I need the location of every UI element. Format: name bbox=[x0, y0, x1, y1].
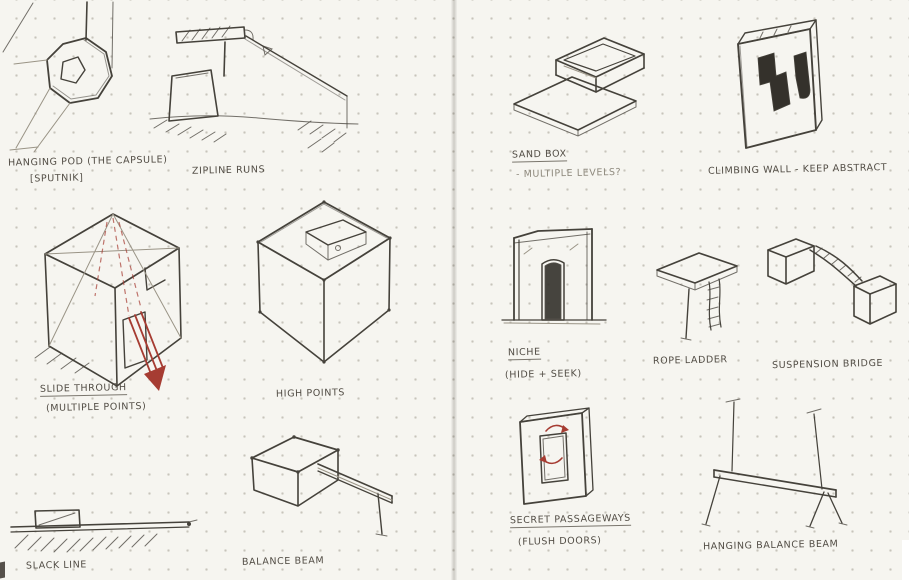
sketch-slide-through bbox=[25, 198, 210, 413]
secret-passageways-drawing bbox=[519, 407, 594, 505]
label-climbing-wall: CLIMBING WALL - KEEP ABSTRACT bbox=[707, 162, 888, 177]
high-points-drawing bbox=[256, 200, 392, 364]
sketch-sand-box bbox=[506, 22, 656, 147]
niche-drawing bbox=[501, 228, 607, 325]
label-slide-through-2: (MULTIPLE POINTS) bbox=[45, 400, 147, 415]
label-balance-beam: BALANCE BEAM bbox=[241, 555, 325, 568]
sketch-hanging-balance-beam bbox=[690, 396, 870, 531]
climbing-wall-drawing bbox=[737, 19, 823, 149]
zipline-drawing bbox=[149, 25, 359, 153]
label-secret-passageways: SECRET PASSAGEWAYS bbox=[509, 512, 632, 529]
label-hanging-pod: HANGING POD (THE CAPSULE) bbox=[7, 154, 168, 169]
sketch-zipline-runs bbox=[148, 18, 363, 168]
balance-beam-drawing bbox=[250, 435, 393, 537]
sketch-slack-line bbox=[5, 496, 205, 558]
sketch-suspension-bridge bbox=[756, 226, 901, 338]
sketch-balance-beam bbox=[232, 424, 412, 552]
scan-edge-bottom bbox=[0, 580, 909, 586]
label-hanging-pod-2: [SPUTNIK] bbox=[29, 172, 84, 185]
sand-box-drawing bbox=[513, 37, 645, 137]
hanging-balance-beam-drawing bbox=[701, 398, 848, 529]
label-niche: NICHE bbox=[507, 346, 541, 361]
rope-ladder-drawing bbox=[656, 252, 738, 341]
label-slide-through: SLIDE THROUGH bbox=[39, 382, 127, 397]
label-niche-2: (HIDE + SEEK) bbox=[504, 368, 582, 381]
label-slack-line: SLACK LINE bbox=[25, 559, 88, 572]
label-secret-passageways-2: (FLUSH DOORS) bbox=[517, 535, 602, 548]
sketch-high-points bbox=[248, 192, 403, 372]
sketch-hanging-pod bbox=[0, 0, 140, 158]
sketch-niche bbox=[500, 206, 610, 341]
label-suspension-bridge: SUSPENSION BRIDGE bbox=[771, 357, 884, 372]
label-sand-box-2: - MULTIPLE LEVELS? bbox=[515, 166, 622, 181]
slack-line-drawing bbox=[10, 509, 198, 553]
label-high-points: HIGH POINTS bbox=[275, 387, 346, 400]
suspension-bridge-drawing bbox=[767, 238, 897, 325]
label-rope-ladder: ROPE LADDER bbox=[652, 354, 728, 367]
sketch-rope-ladder bbox=[645, 238, 745, 356]
sketch-climbing-wall bbox=[720, 16, 845, 164]
page-edge-mark bbox=[0, 561, 5, 579]
label-sand-box: SAND BOX bbox=[511, 148, 567, 163]
label-hanging-balance-beam: HANGING BALANCE BEAM bbox=[702, 538, 839, 553]
book-spine bbox=[451, 0, 457, 586]
slide-through-drawing bbox=[34, 213, 182, 391]
hanging-pod-drawing bbox=[2, 1, 114, 153]
scan-edge-corner bbox=[902, 540, 909, 586]
label-zipline-runs: ZIPLINE RUNS bbox=[191, 164, 266, 177]
sketch-secret-passageways bbox=[506, 398, 611, 516]
